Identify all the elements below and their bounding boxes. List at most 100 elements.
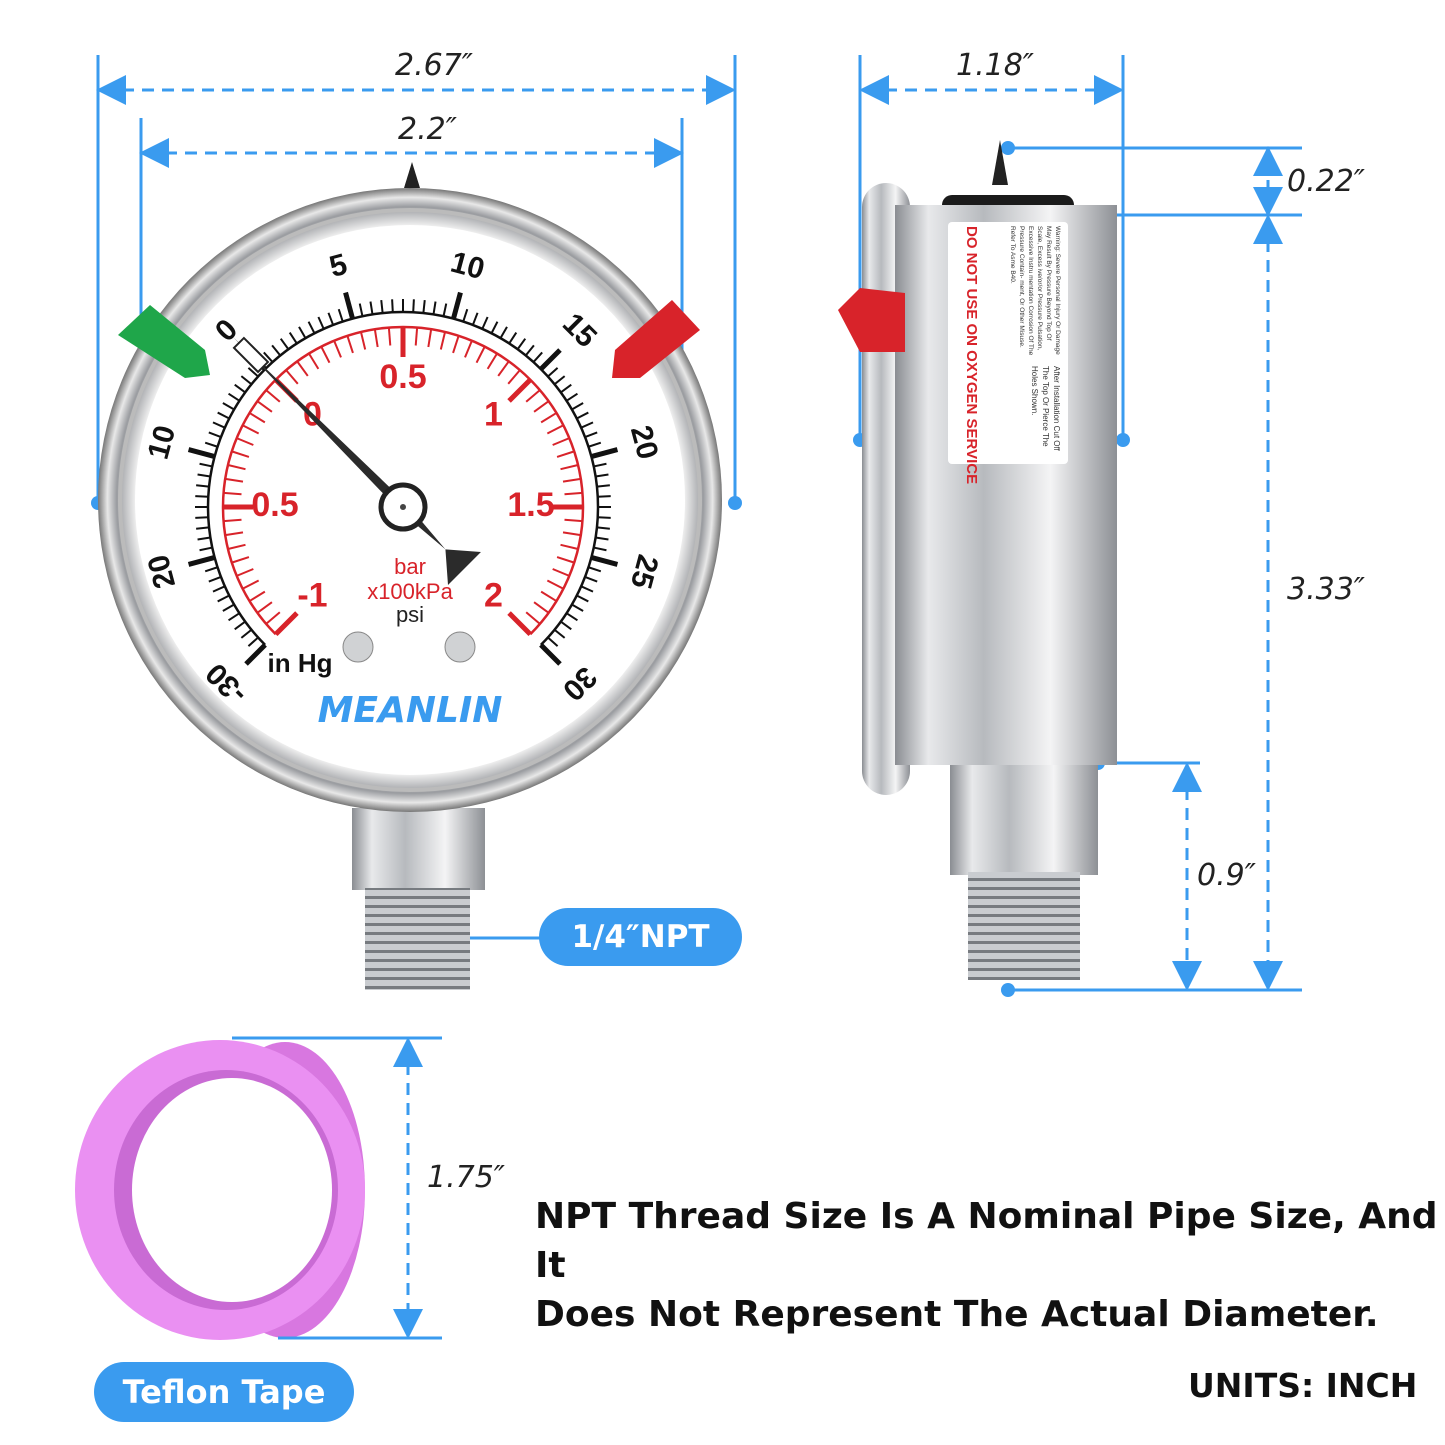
bar-tick — [333, 340, 342, 358]
psi-tick — [279, 338, 290, 350]
unit-bar: bar — [394, 554, 426, 579]
bar-tick — [236, 437, 254, 446]
psi-tick — [576, 594, 589, 603]
bar-tick — [256, 601, 273, 614]
psi-tick — [317, 316, 325, 330]
psi-tick — [197, 473, 211, 478]
psi-tick — [412, 299, 415, 313]
dim-dial-width: 2.2″ — [398, 112, 457, 147]
warning-label — [948, 222, 1068, 464]
psi-tick — [560, 383, 572, 394]
bar-tick — [236, 568, 254, 577]
psi-tick — [195, 516, 209, 519]
bar-tick — [227, 543, 246, 550]
psi-tick — [595, 473, 609, 478]
bar-tick — [533, 601, 550, 614]
bar-tick — [497, 360, 510, 377]
unit-psi: psi — [396, 602, 424, 627]
bar-tick — [525, 611, 541, 625]
max-pointer-marker — [232, 336, 270, 374]
psi-tick — [576, 411, 589, 420]
psi-tick — [358, 303, 364, 317]
bar-tick — [507, 377, 533, 403]
psi-tick — [222, 603, 235, 612]
psi-tick — [471, 312, 479, 326]
bar-tick — [285, 369, 299, 385]
psi-tick — [597, 495, 611, 498]
psi-tick — [596, 484, 610, 488]
bar-tick — [414, 327, 419, 346]
top-pin — [404, 162, 420, 188]
psi-tick — [590, 447, 619, 459]
psi-tick — [547, 367, 559, 378]
psi-tick — [588, 441, 602, 448]
psi-tick — [539, 643, 562, 666]
bar-tick — [475, 346, 486, 364]
psi-tick — [595, 536, 609, 541]
bar-tick — [564, 518, 583, 523]
psi-tick — [584, 575, 598, 583]
psi-tick — [481, 316, 489, 330]
psi-tick — [553, 375, 566, 386]
bar-tick — [507, 611, 533, 637]
psi-tick — [580, 585, 594, 593]
psi-tick — [369, 301, 374, 315]
dim-depth: 1.18″ — [956, 48, 1035, 83]
psi-tick — [539, 348, 562, 371]
bar-tick — [507, 369, 521, 385]
bar-tick — [439, 331, 446, 350]
screw-icon — [444, 631, 476, 663]
bar-tick — [265, 611, 281, 625]
bar-tick — [249, 412, 266, 424]
psi-tick — [547, 636, 559, 647]
psi-tick — [597, 516, 611, 519]
units-label: UNITS: INCH — [1188, 1366, 1418, 1405]
psi-tick — [451, 291, 463, 320]
bar-label: 1 — [484, 395, 503, 433]
bar-tick — [552, 437, 570, 446]
psi-tick — [288, 332, 298, 345]
psi-tick — [553, 628, 566, 639]
dim-stem: 0.9″ — [1197, 858, 1256, 893]
teflon-tape-badge: Teflon Tape — [94, 1362, 354, 1422]
psi-tick — [596, 526, 610, 530]
bar-tick — [223, 518, 242, 523]
psi-tick — [195, 495, 209, 498]
psi-tick — [560, 620, 572, 631]
bar-tick — [387, 327, 392, 346]
bar-tick — [320, 346, 331, 364]
psi-tick — [298, 326, 307, 339]
psi-tick — [571, 603, 584, 612]
dim-top-pin: 0.22″ — [1287, 164, 1366, 199]
bar-tick — [540, 412, 557, 424]
bar-label: 0.5 — [379, 358, 426, 396]
psi-tick — [516, 338, 527, 350]
psi-tick — [499, 326, 508, 339]
psi-tick — [240, 375, 253, 386]
green-set-pointer — [118, 305, 210, 378]
psi-tick — [442, 303, 448, 317]
bar-tick — [560, 543, 579, 550]
psi-tick — [222, 402, 235, 411]
bar-tick — [540, 590, 557, 602]
psi-tick — [240, 628, 253, 639]
psi-tick — [234, 620, 246, 631]
bar-tick — [560, 464, 579, 471]
psi-tick — [391, 299, 394, 313]
psi-tick — [571, 402, 584, 411]
psi-tick — [204, 441, 218, 448]
thread-size-badge: 1/4″NPT — [539, 908, 742, 966]
psi-tick — [307, 321, 316, 334]
bar-tick — [452, 335, 460, 354]
psi-tick — [580, 421, 594, 429]
psi-tick — [212, 421, 226, 429]
psi-tick — [462, 308, 469, 322]
psi-tick — [187, 555, 216, 567]
bar-tick — [231, 450, 250, 458]
bar-tick — [533, 400, 550, 413]
dimension-lines-tape — [232, 1036, 442, 1340]
gauge-front: 0510152025301020-30-10.500.511.52barx100… — [98, 162, 722, 812]
red-set-pointer — [612, 300, 700, 378]
psi-tick — [208, 575, 222, 583]
note-line-1: NPT Thread Size Is A Nominal Pipe Size, … — [535, 1196, 1438, 1286]
